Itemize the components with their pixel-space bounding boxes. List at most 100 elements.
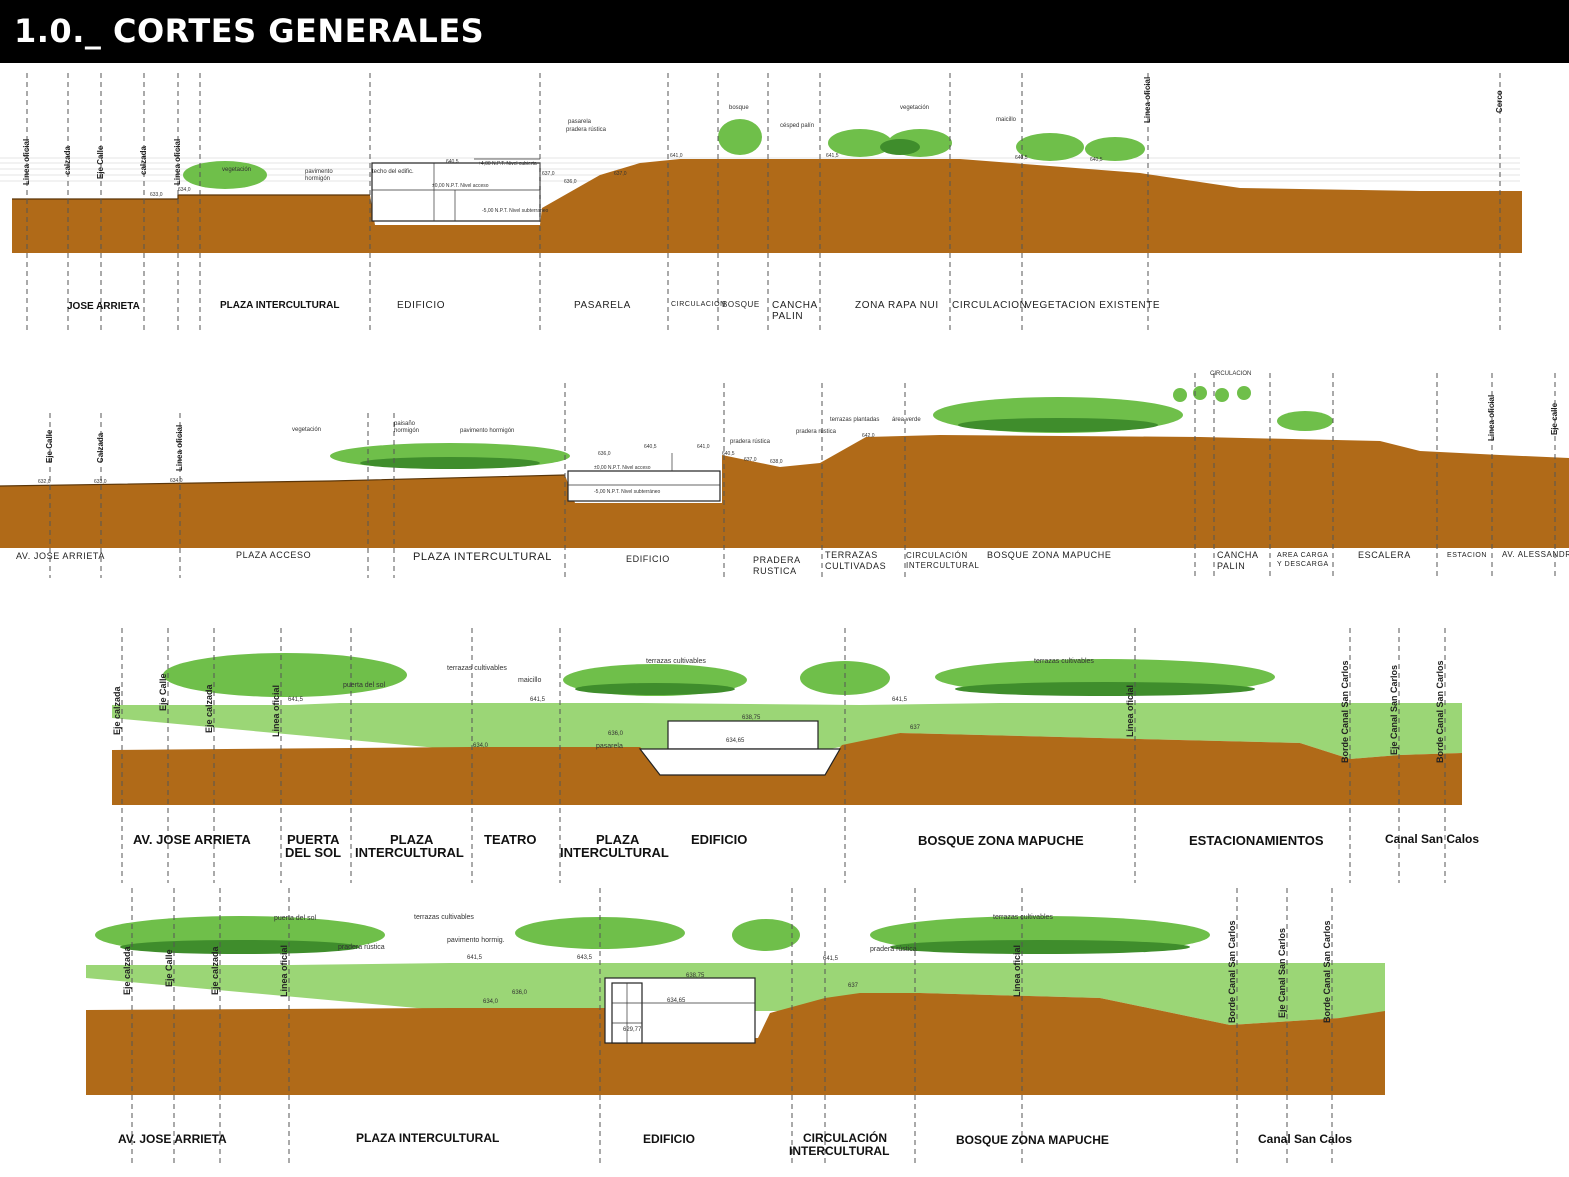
zone-label: AV. JOSE ARRIETA <box>16 551 105 561</box>
vlabel: Linea oficial <box>1487 395 1496 441</box>
vlabel: Borde Canal San Carlos <box>1227 920 1237 1023</box>
vlabel: Eje Canal San Carlos <box>1277 928 1287 1018</box>
vlabel: Borde Canal San Carlos <box>1435 660 1445 763</box>
elevation: 640,5 <box>1015 155 1028 161</box>
elevation: 636,0 <box>598 451 611 457</box>
vlabel: Cerco <box>1495 90 1504 113</box>
zone-label: BOSQUE ZONA MAPUCHE <box>987 550 1111 560</box>
zone-label: PRADERA <box>753 555 801 565</box>
elevation: 640,5 <box>722 451 735 457</box>
annotation: terrazas cultivables <box>447 665 507 672</box>
vlabel: Linea oficial <box>1125 685 1135 737</box>
annotation: césped palín <box>780 123 814 129</box>
zone-label: PLAZA INTERCULTURAL <box>413 551 552 563</box>
elevation: 641,5 <box>826 153 839 159</box>
annotation: terrazas plantadas <box>830 417 879 423</box>
terrain-3 <box>112 733 1462 805</box>
zone-label: CULTIVADAS <box>825 561 886 571</box>
zone-label: CIRCULACIÓN <box>803 1130 887 1145</box>
building-4 <box>604 977 756 1044</box>
zone-label: BOSQUE <box>722 300 760 309</box>
annotation: pradera rústica <box>338 944 385 951</box>
elevation: 636,0 <box>608 731 624 737</box>
terrain-1 <box>12 159 1522 253</box>
elevation: 634,0 <box>473 743 489 749</box>
annotation: -5,00 N.P.T. Nivel subterraneo <box>482 208 549 214</box>
annotation: pradera rústica <box>796 429 837 435</box>
zone-label: BOSQUE ZONA MAPUCHE <box>918 833 1084 848</box>
terrain-4 <box>86 993 1385 1095</box>
elevation: 637 <box>848 983 859 989</box>
annotation: vegetación <box>292 427 321 433</box>
elevation: 640,5 <box>1090 157 1103 163</box>
zone-label: AV. JOSE ARRIETA <box>118 1132 227 1146</box>
annotation: ±0,00 N.P.T. Nivel acceso <box>594 465 651 471</box>
zone-label: EDIFICIO <box>643 1132 695 1146</box>
annotation: terrazas cultivables <box>414 914 474 921</box>
trees-2 <box>330 386 1333 469</box>
zone-label: CANCHA <box>1217 550 1259 560</box>
vlabel: Calzada <box>96 432 105 463</box>
elevation: 634,0 <box>483 999 499 1005</box>
elevation: 634,65 <box>726 738 745 744</box>
section-1: Linea oficial calzada Eje Calle calzada … <box>0 73 1522 333</box>
annotation: vegetación <box>900 105 929 111</box>
zone-label: ESTACIONAMIENTOS <box>1189 833 1324 848</box>
elevation: 636,0 <box>512 990 528 996</box>
annotation: maicillo <box>518 677 541 684</box>
vlabel: Eje calzada <box>210 945 220 995</box>
zone-label: Y DESCARGA <box>1277 561 1329 568</box>
elevation: 638,0 <box>770 459 783 465</box>
elevation: 641,0 <box>670 153 683 159</box>
zone-label: CIRCULACIÓN <box>906 551 968 560</box>
vlabel: Eje calzada <box>112 685 122 735</box>
zone-label: PALIN <box>1217 561 1245 571</box>
elevation: 641,0 <box>697 444 710 450</box>
vlabel: Eje Calle <box>164 949 174 987</box>
zone-label: AV. ALESSANDRI <box>1502 550 1569 559</box>
zone-label: PLAZA INTERCULTURAL <box>220 300 339 311</box>
zone-label: EDIFICIO <box>626 554 670 564</box>
zone-label: INTERCULTURAL <box>906 561 979 570</box>
sections-drawing: Linea oficial calzada Eje Calle calzada … <box>0 73 1569 1163</box>
elevation: 629,77 <box>623 1027 642 1033</box>
zone-label: PLAZA <box>596 832 640 847</box>
annotation: pradera rústica <box>870 946 917 953</box>
vlabel: Linea oficial <box>22 139 31 185</box>
annotation: terrazas cultivables <box>1034 658 1094 665</box>
zone-label: ZONA RAPA NUI <box>855 300 939 311</box>
annotation: maicillo <box>996 117 1017 123</box>
zone-label: INTERCULTURAL <box>560 845 669 860</box>
zone-label: ESCALERA <box>1358 550 1411 560</box>
title-bar: 1.0._ CORTES GENERALES <box>0 0 1569 63</box>
vlabel: Linea oficial <box>279 945 289 997</box>
zone-label: TERRAZAS <box>825 550 878 560</box>
vlabel: Eje calzada <box>204 683 214 733</box>
elevation: 641,5 <box>288 697 304 703</box>
annotation: techo del edific. <box>372 169 414 175</box>
zone-label: RUSTICA <box>753 566 797 576</box>
vlabel: Borde Canal San Carlos <box>1322 920 1332 1023</box>
annotation: puerta del sol <box>343 682 385 689</box>
annotation: pavimento <box>305 169 333 175</box>
annotation: pavimento hormig. <box>447 937 505 944</box>
annotation: CIRCULACION <box>1210 371 1251 377</box>
zone-label: PLAZA INTERCULTURAL <box>356 1131 499 1145</box>
vlabel: Eje calle <box>1550 402 1559 435</box>
annotation: vegetación <box>222 167 251 173</box>
annotation: paisaño <box>394 421 416 427</box>
annotation: pasarela <box>568 119 592 125</box>
elevation: 640,5 <box>644 444 657 450</box>
zone-label: EDIFICIO <box>397 300 445 311</box>
annotation: pavimento hormigón <box>460 428 514 434</box>
elevation: 632,0 <box>38 479 51 485</box>
elevation: 634,0 <box>178 187 191 193</box>
building-2 <box>567 453 721 502</box>
grid-3 <box>121 628 1446 883</box>
zone-label: EDIFICIO <box>691 832 747 847</box>
section-3: Eje calzada Eje Calle Eje calzada Linea … <box>112 628 1479 883</box>
zone-label: CIRCULACION <box>671 301 726 308</box>
vlabel: Eje calzada <box>122 945 132 995</box>
elevation: 643,5 <box>577 955 593 961</box>
vlabel: Linea oficial <box>271 685 281 737</box>
